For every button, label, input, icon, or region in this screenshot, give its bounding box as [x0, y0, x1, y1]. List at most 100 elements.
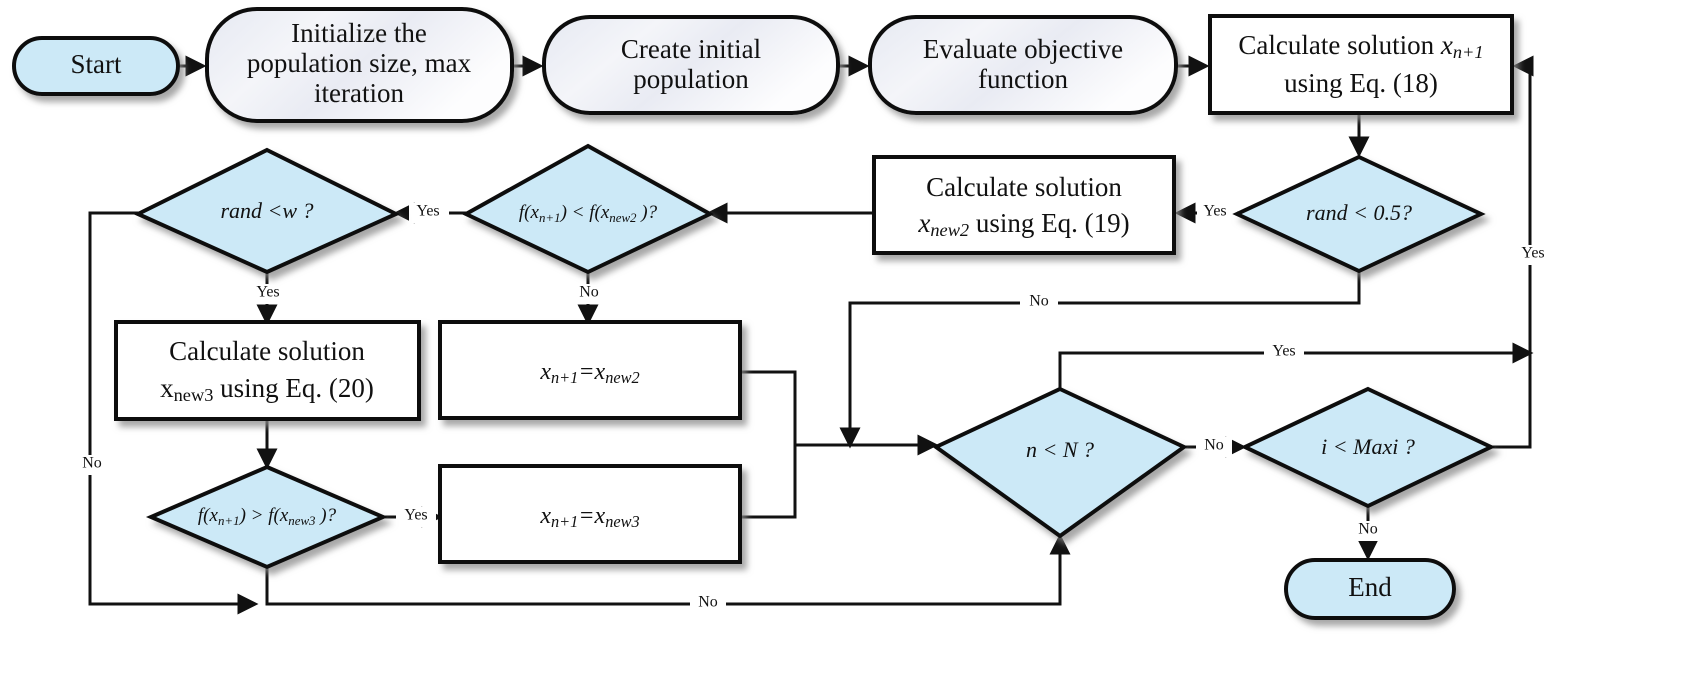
- assign-new2-sub1: n+1: [551, 368, 578, 387]
- edge-label-nltN-no: No: [1204, 437, 1224, 454]
- calc-new3-line2-a: x: [160, 373, 174, 403]
- end-shape: [1284, 558, 1456, 620]
- evaluate-line1: Evaluate objective: [923, 34, 1123, 64]
- calc-new2-line2-sub: new2: [930, 220, 969, 240]
- initialize-line3: iteration: [314, 78, 404, 108]
- cmp-new2-a: f(x: [519, 202, 540, 223]
- cmp-new3-label: f(xn+1) > f(xnew3 )?: [198, 505, 337, 528]
- label-bg: [1264, 343, 1304, 363]
- node-assign-new2[interactable]: xn+1=xnew2: [438, 320, 742, 420]
- calc-new3-line2-b: using Eq. (20): [213, 373, 373, 403]
- rand-half-label: rand < 0.5?: [1306, 200, 1412, 225]
- cmp-new2-sub1: n+1: [539, 210, 561, 225]
- node-create-population[interactable]: Create initial population: [542, 15, 840, 115]
- calc-new3-line1: Calculate solution: [169, 336, 365, 366]
- node-calc-new2[interactable]: Calculate solution xnew2 using Eq. (19): [872, 155, 1176, 255]
- cmp-new2-label: f(xn+1) < f(xnew2 )?: [519, 202, 658, 225]
- edge-nltN-yes-rail: [1058, 342, 1534, 390]
- node-n-lt-N[interactable]: n < N ?: [932, 386, 1188, 539]
- rand-w-shape: [133, 147, 401, 275]
- create-population-line1: Create initial: [621, 34, 761, 64]
- calc-new3-line2: xnew3 using Eq. (20): [160, 373, 374, 405]
- cmp-new3-a: f(x: [198, 505, 219, 526]
- calc-new2-shape: [872, 155, 1176, 255]
- node-start[interactable]: Start: [12, 36, 180, 96]
- rand-half-shape: [1232, 154, 1486, 274]
- assign-new3-shape: [438, 464, 742, 564]
- cmp-new3-sub1: n+1: [218, 513, 240, 528]
- start-label: Start: [71, 49, 122, 79]
- assign-new2-a: x: [539, 359, 551, 385]
- node-end[interactable]: End: [1284, 558, 1456, 620]
- edge-label-randw-no: No: [82, 455, 102, 472]
- node-cmp-new2[interactable]: f(xn+1) < f(xnew2 )?: [461, 143, 715, 275]
- calc-xn1-line1: Calculate solution xn+1: [1238, 30, 1483, 62]
- assign-new3-label: xn+1=xnew3: [539, 503, 639, 531]
- assign-new3-sub2: new3: [605, 512, 639, 531]
- calc-new3-shape: [114, 320, 421, 421]
- edge-randw-no-rail: [88, 211, 259, 615]
- node-rand-w[interactable]: rand <w ?: [133, 147, 401, 275]
- calc-xn1-line1-sub: n+1: [1453, 42, 1484, 62]
- edge-label-randhalf-no: No: [1029, 293, 1049, 310]
- label-bg: [1020, 293, 1058, 313]
- edge-label-cmpnew3-yes: Yes: [404, 507, 427, 524]
- calc-xn1-line1-b: x: [1440, 30, 1453, 60]
- n-lt-N-label: n < N ?: [1026, 437, 1094, 462]
- node-rand-half[interactable]: rand < 0.5?: [1232, 154, 1486, 274]
- cmp-new2-shape: [461, 143, 715, 275]
- rand-w-label: rand <w ?: [220, 198, 313, 223]
- initialize-shape: [205, 7, 514, 123]
- assign-new3-sub1: n+1: [551, 512, 578, 531]
- edge-label-iltmaxi-no: No: [1358, 521, 1378, 538]
- edge-label-iltmaxi-yes: Yes: [1521, 245, 1544, 262]
- assign-new2-shape: [438, 320, 742, 420]
- edge-label-randhalf-yes: Yes: [1203, 203, 1226, 220]
- calc-new2-line2: xnew2 using Eq. (19): [917, 208, 1129, 240]
- calc-xn1-line2: using Eq. (18): [1284, 68, 1438, 98]
- cmp-new2-b: ) < f(x: [560, 202, 610, 223]
- initialize-line2: population size, max: [247, 48, 472, 78]
- i-lt-maxi-shape: [1240, 386, 1496, 509]
- assign-new2-b: =x: [578, 359, 605, 385]
- label-bg: [571, 284, 607, 304]
- node-initialize[interactable]: Initialize the population size, max iter…: [205, 7, 514, 123]
- assign-new3-a: x: [539, 503, 551, 529]
- cmp-new3-c: )?: [316, 505, 337, 526]
- label-bg: [1350, 521, 1386, 541]
- edge-cmpnew3-no-rail: [265, 533, 1071, 606]
- edge-labels-layer: Yes No Yes No Yes No Yes No Yes No Yes N…: [74, 203, 1552, 614]
- end-label: End: [1348, 572, 1392, 602]
- edge-label-cmpnew2-no: No: [579, 284, 599, 301]
- node-cmp-new3[interactable]: f(xn+1) > f(xnew3 )?: [145, 464, 389, 570]
- label-bg: [74, 455, 110, 475]
- node-i-lt-maxi[interactable]: i < Maxi ?: [1240, 386, 1496, 509]
- calc-new2-line1: Calculate solution: [926, 172, 1122, 202]
- edge-assign-merge-bus: [740, 370, 797, 519]
- node-calc-xn1[interactable]: Calculate solution xn+1 using Eq. (18): [1208, 14, 1514, 115]
- calc-new2-line2-b: using Eq. (19): [969, 208, 1129, 238]
- cmp-new3-b: ) > f(x: [239, 505, 289, 526]
- edge-label-cmpnew3-no: No: [698, 594, 718, 611]
- cmp-new2-sub2: new2: [609, 210, 637, 225]
- label-bg: [409, 203, 449, 223]
- label-bg: [1196, 437, 1232, 457]
- label-bg: [396, 507, 436, 527]
- assign-new2-sub2: new2: [605, 368, 639, 387]
- label-bg: [1197, 203, 1237, 223]
- edge-label-cmpnew2-yes: Yes: [416, 203, 439, 220]
- start-shape: [12, 36, 180, 96]
- cmp-new3-shape: [145, 464, 389, 570]
- create-population-shape: [542, 15, 840, 115]
- initialize-line1: Initialize the: [291, 18, 427, 48]
- evaluate-line2: function: [978, 64, 1068, 94]
- node-evaluate[interactable]: Evaluate objective function: [868, 15, 1178, 115]
- calc-new2-line2-a: x: [917, 208, 930, 238]
- assign-new3-b: =x: [578, 503, 605, 529]
- node-calc-new3[interactable]: Calculate solution xnew3 using Eq. (20): [114, 320, 421, 421]
- create-population-line2: population: [633, 64, 749, 94]
- calc-xn1-line1-a: Calculate solution: [1238, 30, 1440, 60]
- calc-new3-line2-sub: new3: [174, 385, 214, 405]
- node-assign-new3[interactable]: xn+1=xnew3: [438, 464, 742, 564]
